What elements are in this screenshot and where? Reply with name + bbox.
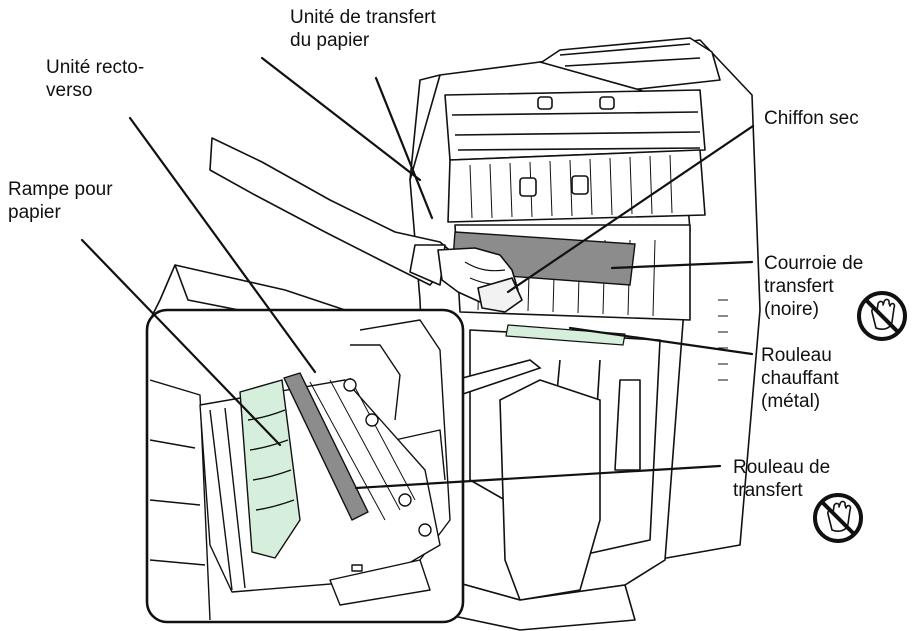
label-paper-chute: Rampe pour papier	[8, 178, 113, 224]
label-line: transfert	[764, 276, 834, 297]
label-line: Rouleau	[761, 345, 832, 366]
printer-body	[409, 37, 761, 631]
label-line: papier	[8, 202, 61, 223]
leader-transfer-belt	[610, 260, 754, 270]
label-transfer-roller: Rouleau de transfert	[733, 456, 830, 502]
no-touch-hand-icon	[813, 493, 863, 543]
no-touch-hand-icon	[857, 291, 907, 341]
label-line: Rouleau de	[733, 457, 831, 478]
leader-transfer-roller	[354, 464, 722, 490]
label-duplex-unit: Unité recto- verso	[46, 56, 144, 102]
label-heat-roller: Rouleau chauffant (métal)	[761, 344, 839, 413]
label-line: du papier	[290, 30, 370, 51]
label-transfer-belt: Courroie de transfert (noire)	[764, 252, 863, 321]
label-line: (noire)	[764, 299, 819, 320]
leader-duplex-unit	[128, 116, 317, 374]
label-line: (métal)	[761, 391, 821, 412]
transfer-roller-highlight	[283, 372, 369, 521]
label-line: Rampe pour	[8, 179, 113, 200]
label-dry-cloth: Chiffon sec	[764, 107, 859, 130]
label-line: chauffant	[761, 368, 839, 389]
label-line: transfert	[733, 480, 803, 501]
leader-paper-transfer-unit-2	[260, 56, 422, 182]
label-line: Unité de transfert	[290, 7, 436, 28]
label-line: Unité recto-	[46, 57, 145, 78]
label-paper-transfer-unit: Unité de transfert du papier	[290, 6, 436, 52]
leader-dry-cloth	[506, 124, 755, 294]
leader-paper-transfer-unit	[374, 76, 434, 220]
hand-and-arm	[209, 137, 523, 313]
label-line: verso	[46, 80, 93, 101]
label-line: Courroie de	[764, 253, 864, 274]
leader-paper-chute	[80, 238, 282, 447]
label-line: Chiffon sec	[764, 108, 859, 129]
paper-chute-highlight	[239, 379, 301, 559]
leader-lines	[80, 56, 755, 490]
leader-heat-roller	[568, 326, 754, 356]
